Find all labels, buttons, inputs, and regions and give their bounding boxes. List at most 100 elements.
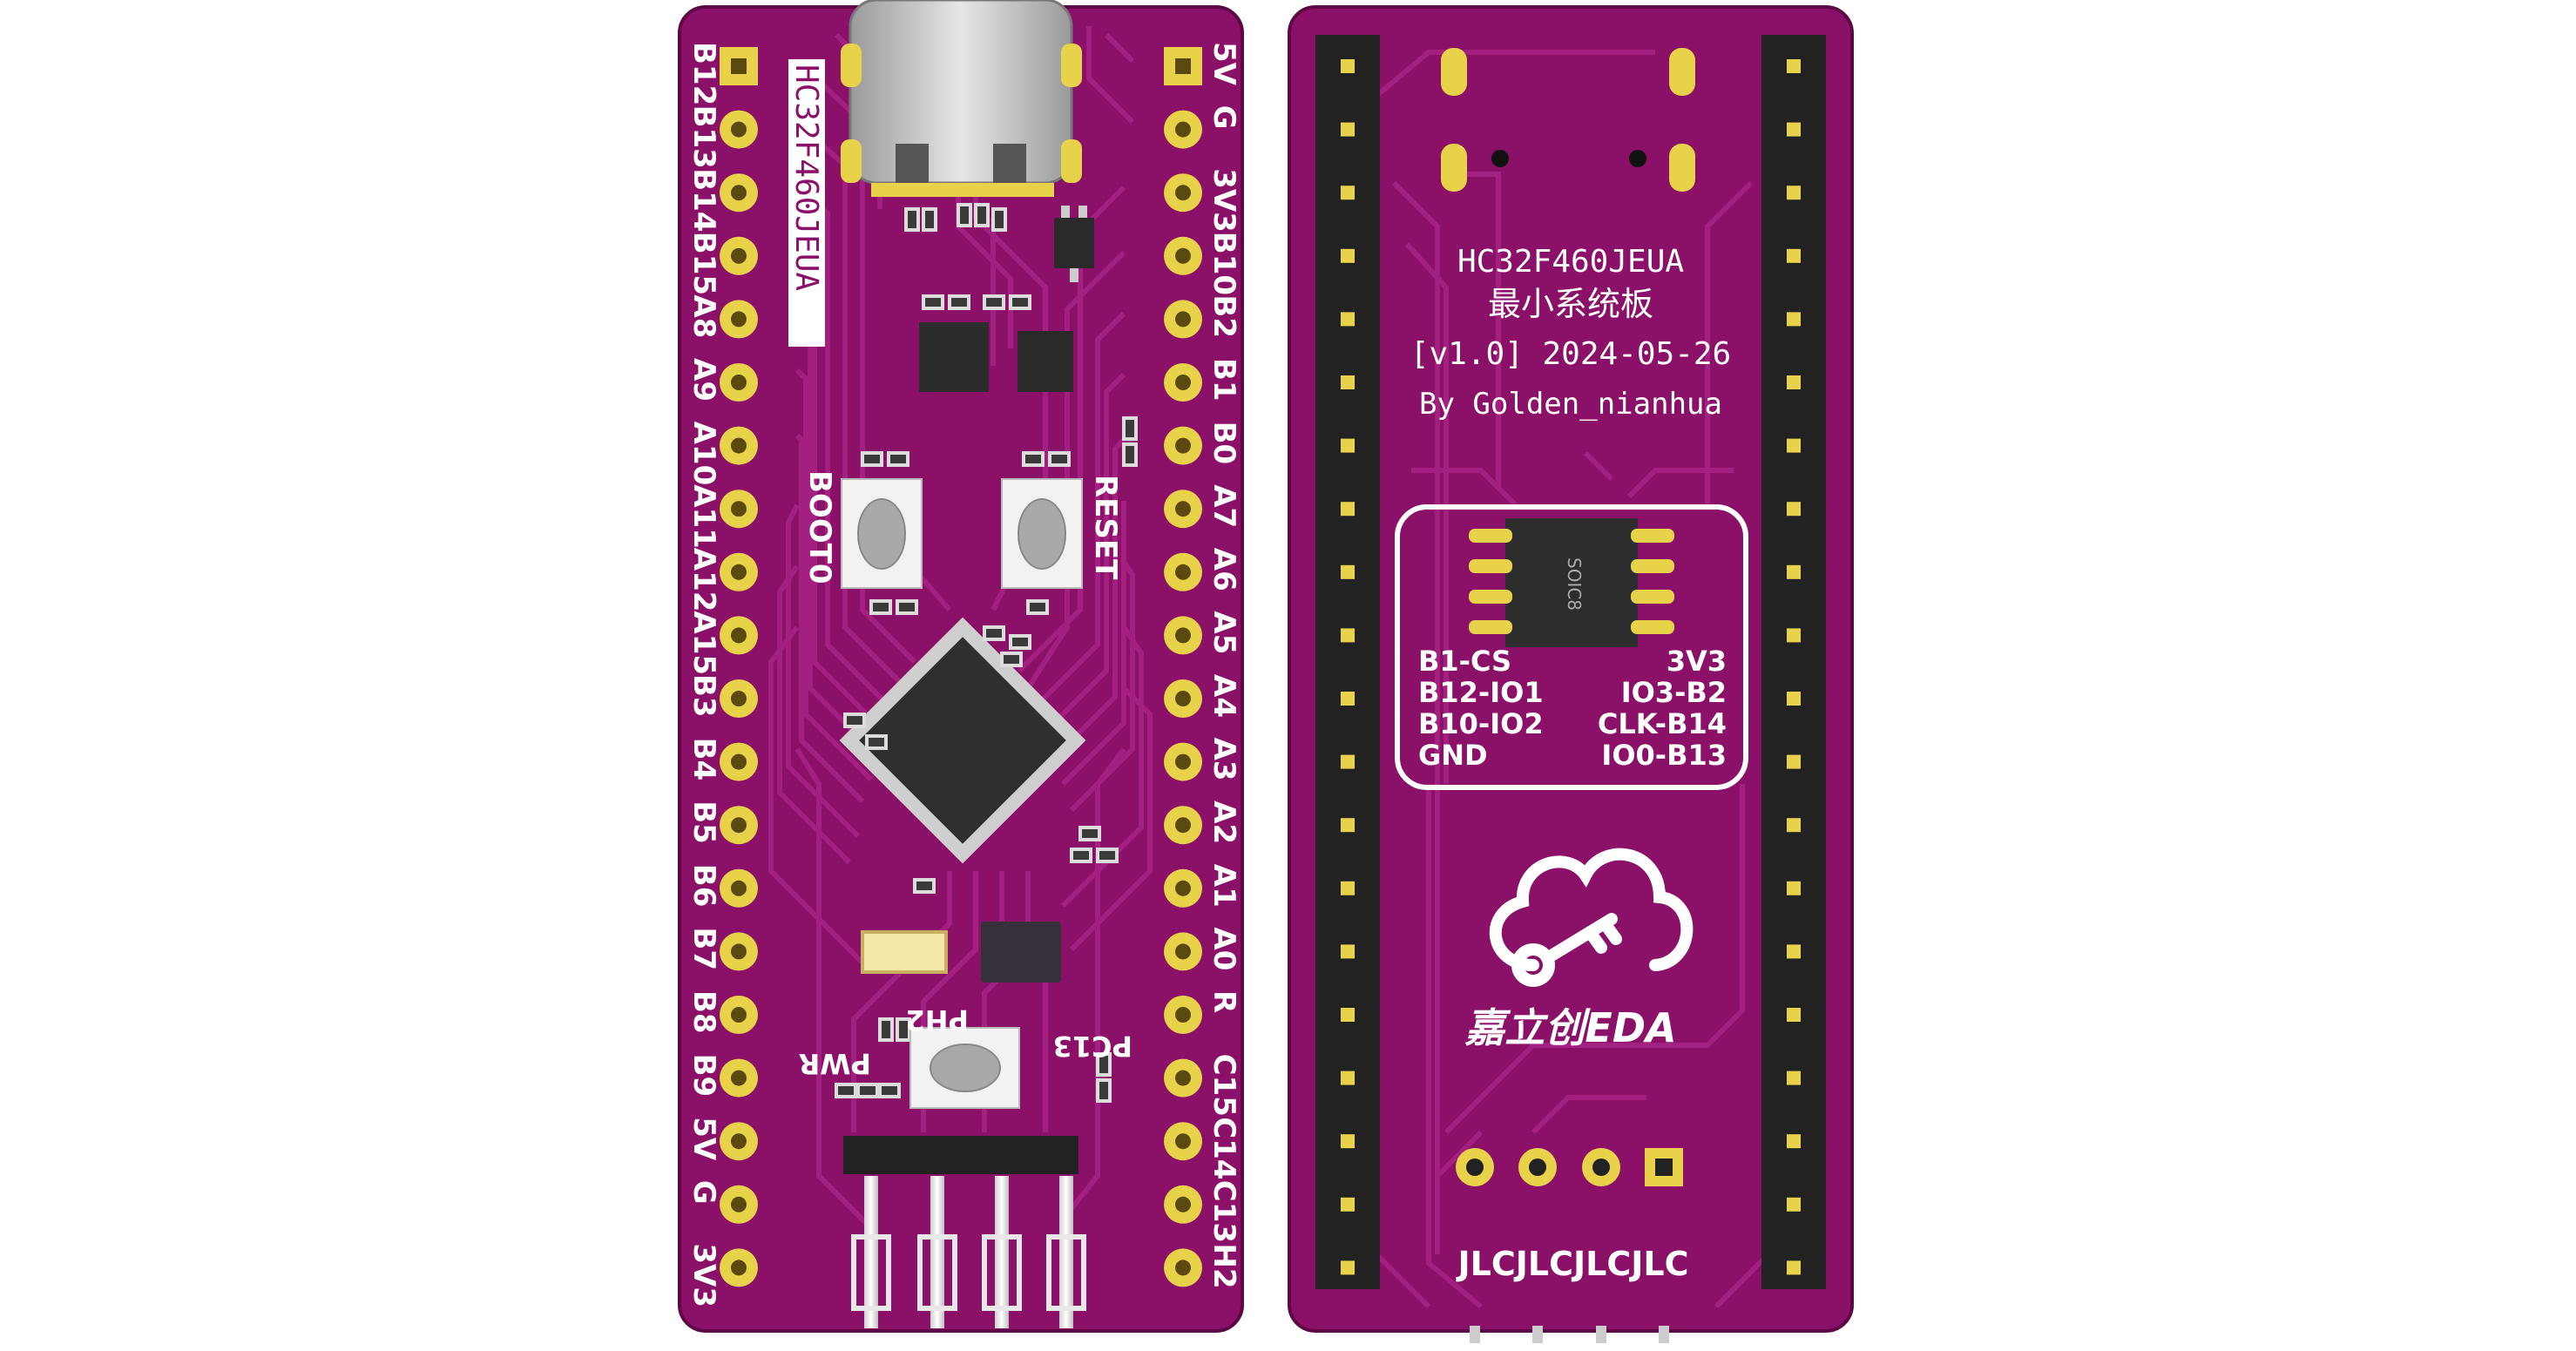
smd-component — [983, 294, 1005, 310]
left-pin-label: B6 — [686, 864, 721, 908]
left-pin-labels: B12B13B14B15A8A9A10A11A12A15B3B4B5B6B7B8… — [686, 42, 721, 1307]
left-pin-label: B12 — [686, 42, 721, 105]
reset-button[interactable] — [1001, 478, 1083, 589]
left-pin-label: B15 — [686, 232, 721, 295]
smd-component — [948, 294, 970, 310]
flash-pin-left: B1-CS — [1418, 645, 1511, 678]
header-pin — [1341, 375, 1355, 389]
flash-chip-front — [981, 922, 1061, 983]
header-pin — [1787, 375, 1801, 389]
left-pin-label: B8 — [686, 990, 721, 1034]
header-pin — [1787, 438, 1801, 453]
swd-pin — [1059, 1176, 1073, 1328]
smd-component — [861, 451, 883, 467]
header-pin — [1341, 1134, 1355, 1149]
header-pin — [1787, 186, 1801, 200]
right-pin-label: B1 — [1207, 358, 1241, 402]
crystal-qfn — [919, 322, 1073, 392]
right-pin-label: C13 — [1207, 1180, 1241, 1243]
flash-pin-right: 3V3 — [1667, 645, 1727, 678]
header-pin — [1341, 692, 1355, 706]
left-pin-label: A9 — [686, 358, 721, 402]
smd-component — [974, 203, 990, 227]
header-pin — [1341, 438, 1355, 453]
smd-component — [869, 599, 892, 615]
header-pin — [1787, 312, 1801, 327]
smd-component — [856, 1083, 879, 1098]
header-pin — [1787, 881, 1801, 895]
back-version: [v1.0] 2024-05-26 — [1410, 336, 1731, 372]
header-pin — [1787, 1008, 1801, 1022]
reset-label: RESET — [1088, 475, 1123, 580]
usb-mount-pads — [1441, 48, 1695, 192]
smd-component — [922, 207, 937, 232]
pc13-label: PC13 — [1053, 1030, 1132, 1063]
jlc-cloud-logo — [1489, 848, 1694, 987]
smd-component — [878, 1083, 901, 1098]
back-board: HC32F460JEUA 最小系统板 [v1.0] 2024-05-26 By … — [1288, 5, 1854, 1343]
smd-component — [1096, 848, 1119, 863]
boot0-label: BOOT0 — [802, 470, 837, 584]
left-pin-label: B4 — [686, 738, 721, 781]
smd-component — [835, 1083, 857, 1098]
back-subtitle: 最小系统板 — [1488, 285, 1653, 323]
pwr-label: PWR — [799, 1047, 871, 1080]
right-pin-label: C15 — [1207, 1054, 1241, 1117]
header-pin — [1787, 628, 1801, 643]
smd-component — [913, 878, 936, 894]
smd-component — [1070, 848, 1092, 863]
footer-mark: JLCJLCJLCJLC — [1456, 1245, 1689, 1283]
boot0-button[interactable] — [841, 478, 923, 589]
header-pin — [1341, 502, 1355, 517]
header-pin — [1341, 122, 1355, 137]
right-pin-label: R — [1207, 990, 1241, 1013]
smd-component — [1009, 294, 1031, 310]
smd-component — [957, 203, 972, 227]
header-pin — [1341, 628, 1355, 643]
header-pin — [1787, 692, 1801, 706]
header-pin — [1787, 564, 1801, 579]
right-pin-label: A7 — [1207, 484, 1241, 528]
swd-header[interactable] — [843, 1136, 1086, 1328]
smd-component — [887, 451, 909, 467]
header-pin — [1341, 754, 1355, 769]
header-pin — [1787, 754, 1801, 769]
back-swd-pads — [1456, 1148, 1683, 1343]
smd-component — [1096, 1078, 1112, 1103]
brand-text: 嘉立创EDA — [1464, 1004, 1676, 1051]
left-pin-label: B14 — [686, 168, 721, 232]
right-pin-label: A5 — [1207, 611, 1241, 654]
right-pin-label: C14 — [1207, 1117, 1241, 1179]
header-pin — [1787, 1197, 1801, 1212]
header-pin — [1787, 59, 1801, 73]
flash-pin-left: B12-IO1 — [1418, 676, 1544, 709]
user-button[interactable] — [909, 1027, 1020, 1109]
header-pin — [1787, 1071, 1801, 1085]
smd-component — [1048, 451, 1071, 467]
header-pin — [1787, 502, 1801, 517]
smd-component — [904, 207, 920, 232]
right-pin-label: 3V3 — [1207, 168, 1241, 233]
oscillator — [861, 930, 948, 974]
header-pin — [1341, 564, 1355, 579]
header-pin — [1341, 1008, 1355, 1022]
header-pin — [1341, 186, 1355, 200]
smd-component — [1122, 442, 1138, 467]
header-pin — [1787, 122, 1801, 137]
right-pin-label: 5V — [1207, 42, 1241, 86]
flash-pin-right: CLK-B14 — [1598, 707, 1727, 740]
usb-c-connector[interactable] — [841, 0, 1082, 197]
chip-label: HC32F460JEUA — [788, 59, 825, 347]
ldo-regulator — [1054, 206, 1094, 282]
smd-component — [896, 599, 918, 615]
right-pin-label: B10 — [1207, 232, 1241, 295]
swd-pin — [930, 1176, 944, 1328]
header-pin — [1341, 818, 1355, 833]
right-pin-label: A4 — [1207, 674, 1241, 718]
right-pin-label: B2 — [1207, 294, 1241, 338]
header-pin — [1787, 1134, 1801, 1149]
left-pin-label: B5 — [686, 800, 721, 844]
smd-component — [1000, 652, 1023, 667]
back-left-header — [1315, 35, 1380, 1289]
